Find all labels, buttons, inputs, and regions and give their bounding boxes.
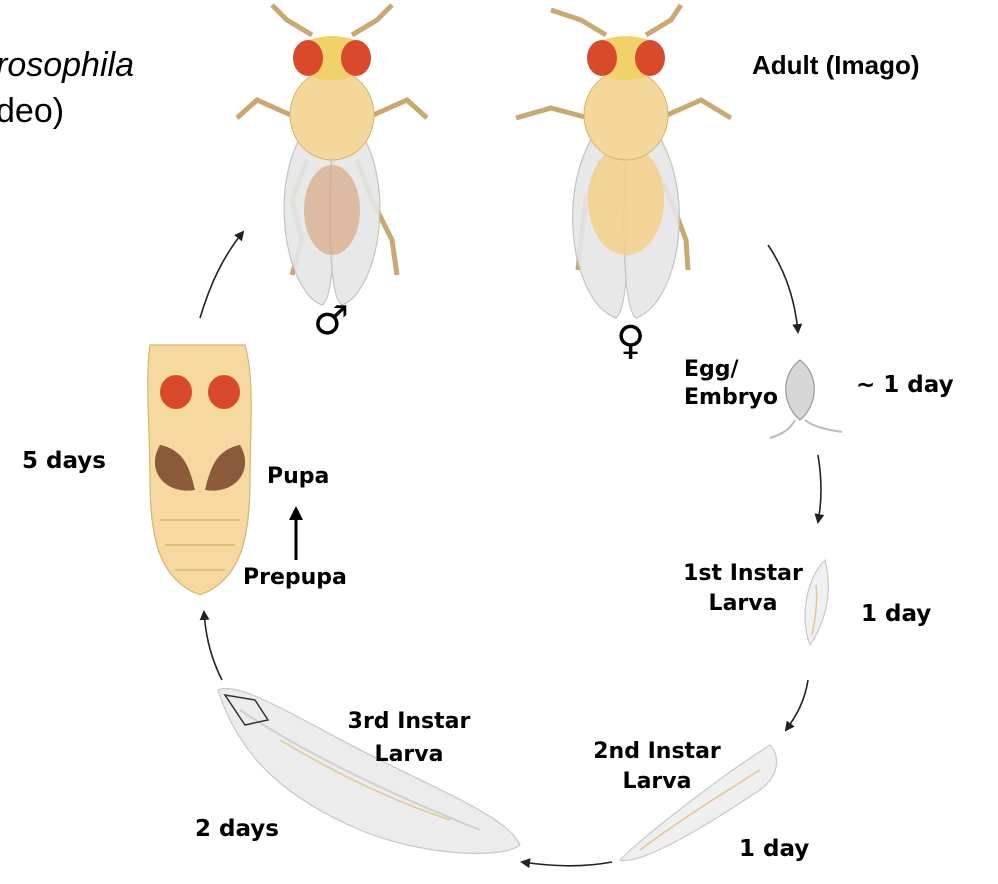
title-line-2: deo): [0, 92, 64, 130]
third-instar-label-line-2: Larva: [339, 741, 479, 769]
title-line-1: rosophila: [0, 46, 134, 84]
female-fly: [516, 5, 731, 318]
male-symbol: ♂: [313, 298, 349, 344]
first-instar-label-line-1: 1st Instar: [680, 560, 806, 588]
first-instar-label-line-2: Larva: [680, 590, 806, 618]
first-instar-duration: 1 day: [861, 601, 931, 627]
female-symbol: ♀: [616, 318, 645, 364]
arrow-pupa-to-male: [200, 232, 243, 318]
arrow-egg-to-first: [818, 455, 821, 522]
first-instar-larva: [805, 560, 828, 645]
adult-label: Adult (Imago): [752, 50, 920, 81]
egg-label-line-2: Embryo: [684, 384, 778, 412]
arrow-second-to-third: [522, 862, 612, 866]
egg-duration: ~ 1 day: [856, 372, 954, 398]
arrow-third-to-pupa: [204, 612, 222, 680]
pupa-illustration: [148, 345, 251, 595]
second-instar-label-line-1: 2nd Instar: [587, 738, 727, 766]
prepupa-label: Prepupa: [243, 564, 347, 592]
male-fly: [237, 5, 427, 305]
arrow-first-to-second: [786, 680, 808, 730]
third-instar-label-line-1: 3rd Instar: [339, 708, 479, 736]
egg-illustration: [770, 360, 842, 438]
second-instar-duration: 1 day: [739, 836, 809, 862]
arrow-female-to-egg: [768, 245, 798, 332]
pupa-label: Pupa: [267, 463, 329, 491]
third-instar-duration: 2 days: [195, 816, 279, 842]
egg-label-line-1: Egg/: [684, 356, 739, 384]
second-instar-label-line-2: Larva: [587, 768, 727, 796]
pupa-duration: 5 days: [22, 448, 106, 474]
